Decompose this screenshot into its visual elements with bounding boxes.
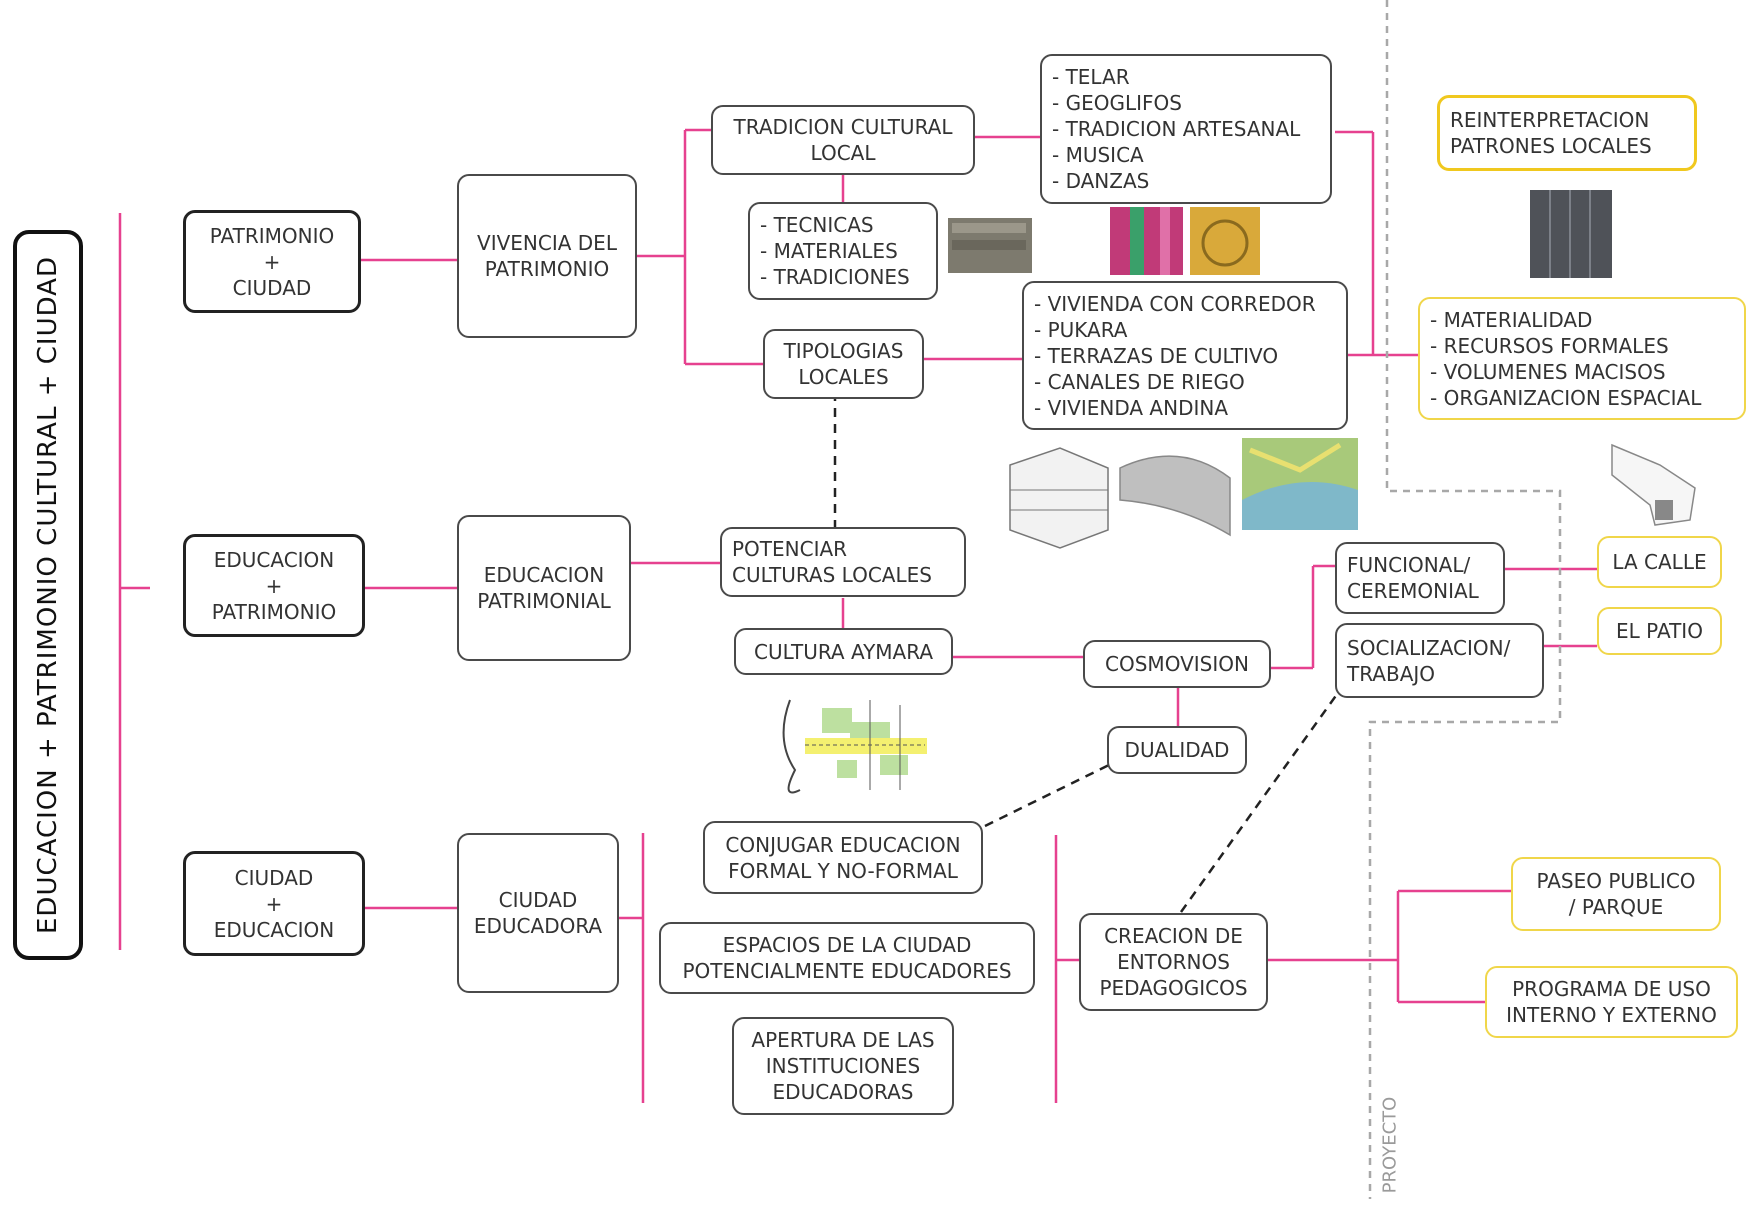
node-patrimonio-ciudad: PATRIMONIO + CIUDAD: [183, 210, 361, 313]
proyecto-label-box: PROYECTO: [1370, 1085, 1410, 1205]
site-plan-sketch-image: [782, 699, 927, 794]
connectors: [118, 128, 1597, 1103]
dashed-links: [833, 392, 1342, 913]
node-vivienda-list: - VIVIENDA CON CORREDOR - PUKARA - TERRA…: [1022, 281, 1348, 430]
node-paseo-publico: PASEO PUBLICO / PARQUE: [1511, 857, 1721, 931]
node-programa-uso: PROGRAMA DE USO INTERNO Y EXTERNO: [1485, 966, 1738, 1038]
node-espacios-ciudad: ESPACIOS DE LA CIUDAD POTENCIALMENTE EDU…: [659, 922, 1035, 994]
node-conjugar-educacion: CONJUGAR EDUCACION FORMAL Y NO-FORMAL: [703, 821, 983, 894]
node-tradicion-cultural: TRADICION CULTURAL LOCAL: [711, 105, 975, 175]
node-ciudad-educacion: CIUDAD + EDUCACION: [183, 851, 365, 956]
node-creacion-entornos: CREACION DE ENTORNOS PEDAGOGICOS: [1079, 913, 1268, 1011]
node-tipologias-locales: TIPOLOGIAS LOCALES: [763, 329, 924, 399]
main-title-box: EDUCACION + PATRIMONIO CULTURAL + CIUDAD: [13, 230, 83, 960]
node-reinterpretacion: REINTERPRETACION PATRONES LOCALES: [1437, 95, 1697, 171]
node-potenciar: POTENCIAR CULTURAS LOCALES: [720, 527, 966, 597]
main-title: EDUCACION + PATRIMONIO CULTURAL + CIUDAD: [33, 256, 63, 934]
node-apertura-instituciones: APERTURA DE LAS INSTITUCIONES EDUCADORAS: [732, 1017, 954, 1115]
house-model-image: [1009, 447, 1109, 549]
node-el-patio: EL PATIO: [1597, 607, 1722, 655]
node-vivencia-patrimonio: VIVENCIA DEL PATRIMONIO: [457, 174, 637, 338]
textile-image: [1110, 207, 1183, 275]
node-la-calle: LA CALLE: [1597, 536, 1722, 588]
node-cosmovision: COSMOVISION: [1083, 640, 1271, 688]
pictures: [782, 190, 1696, 794]
node-cultura-aymara: CULTURA AYMARA: [734, 628, 953, 675]
node-ciudad-educadora: CIUDAD EDUCADORA: [457, 833, 619, 993]
node-educacion-patrimonio: EDUCACION + PATRIMONIO: [183, 534, 365, 637]
node-funcional-ceremonial: FUNCIONAL/ CEREMONIAL: [1335, 542, 1505, 614]
proyecto-border: [1368, 0, 1562, 1199]
building-model-image: [1611, 443, 1696, 526]
proyecto-label: PROYECTO: [1379, 1096, 1401, 1194]
node-socializacion-trabajo: SOCIALIZACION/ TRABAJO: [1335, 623, 1544, 698]
terraces-image: [1119, 455, 1231, 537]
node-educacion-patrimonial: EDUCACION PATRIMONIAL: [457, 515, 631, 661]
node-tecnicas-list: - TECNICAS - MATERIALES - TRADICIONES: [748, 202, 938, 300]
node-dualidad: DUALIDAD: [1107, 726, 1247, 774]
node-telar-list: - TELAR - GEOGLIFOS - TRADICION ARTESANA…: [1040, 54, 1332, 204]
node-materialidad-list: - MATERIALIDAD - RECURSOS FORMALES - VOL…: [1418, 297, 1746, 420]
